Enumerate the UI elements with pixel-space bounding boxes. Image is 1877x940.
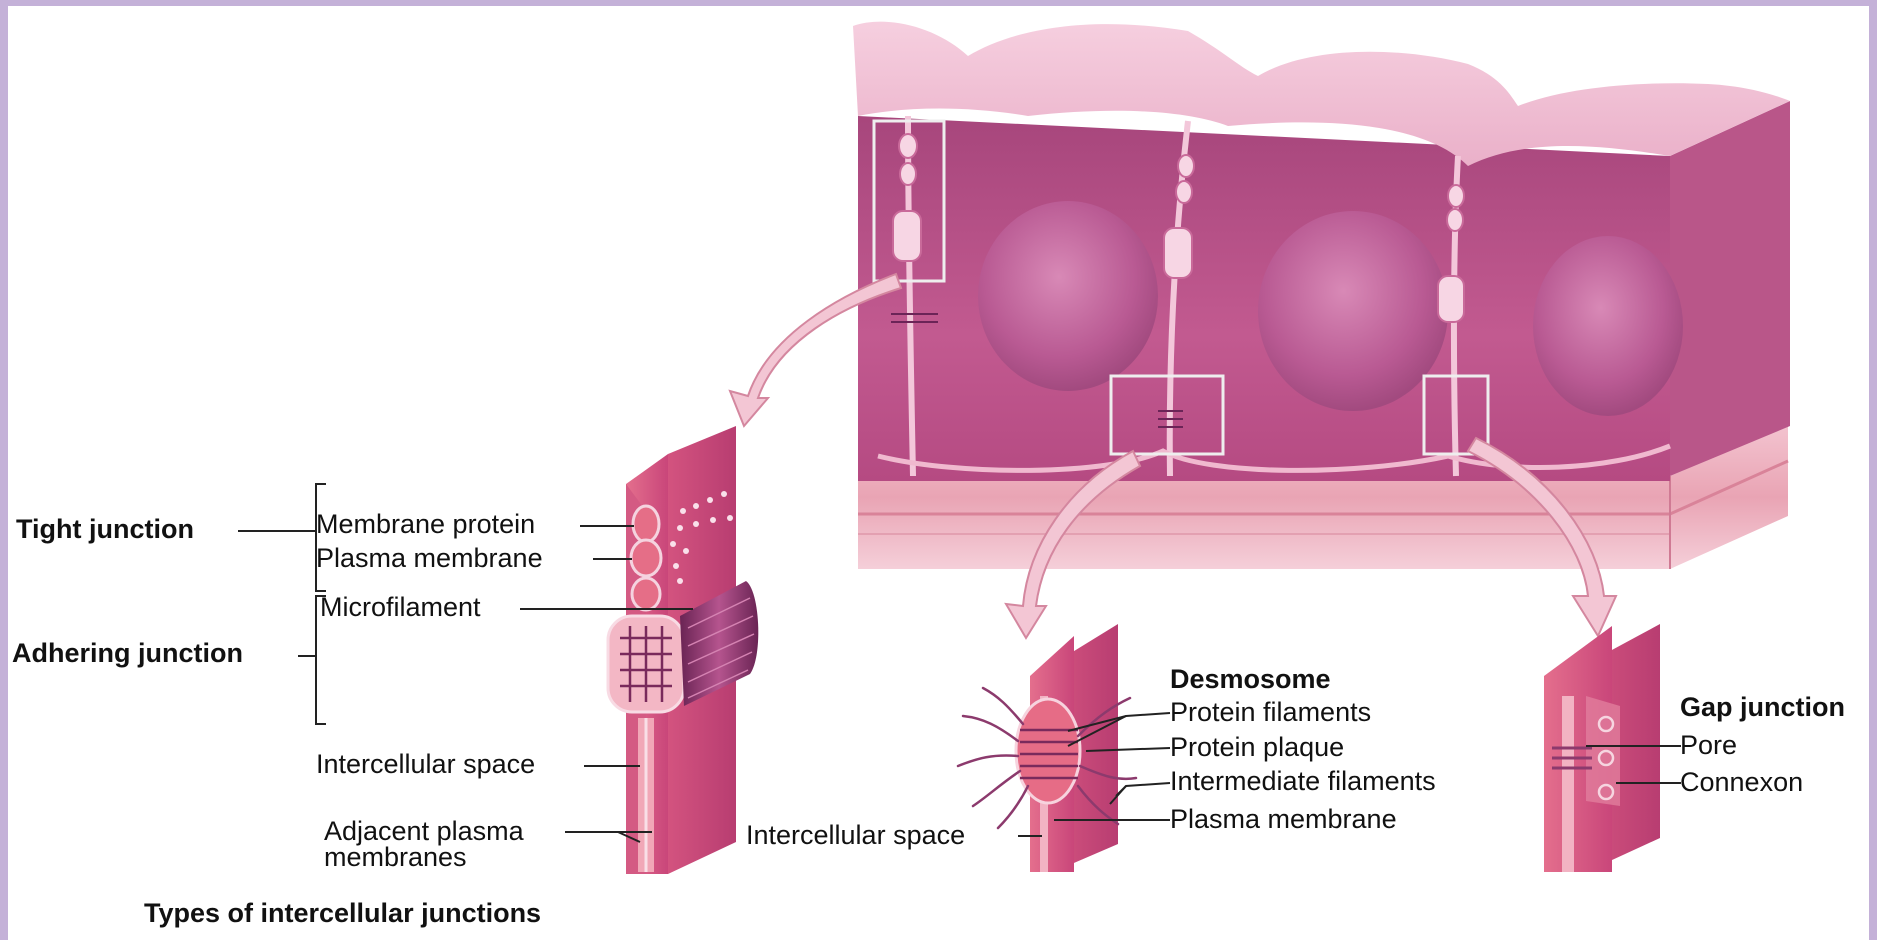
junctions-illustration: [8, 6, 1869, 940]
tight-adhering-detail: [608, 426, 758, 874]
adjacent-membranes-line2: membranes: [324, 844, 524, 870]
intermediate-filaments-label: Intermediate filaments: [1170, 768, 1436, 795]
epithelium-block: [853, 22, 1790, 569]
tight-junction-title: Tight junction: [16, 516, 194, 543]
pore-label: Pore: [1680, 732, 1737, 759]
desmosome-plasma-membrane-label: Plasma membrane: [1170, 806, 1397, 833]
membrane-protein-label: Membrane protein: [316, 511, 535, 538]
adhering-junction-title: Adhering junction: [12, 640, 243, 667]
figure-frame: Tight junction Membrane protein Plasma m…: [8, 6, 1869, 940]
adjacent-membranes-label: Adjacent plasma membranes: [324, 818, 524, 871]
adjacent-membranes-line1: Adjacent plasma: [324, 818, 524, 844]
plasma-membrane-label: Plasma membrane: [316, 545, 543, 572]
connexon-label: Connexon: [1680, 769, 1803, 796]
microfilament-label: Microfilament: [320, 594, 481, 621]
gap-junction-detail: [1544, 624, 1660, 872]
desmosome-intercellular-space-label: Intercellular space: [746, 822, 965, 849]
desmosome-title: Desmosome: [1170, 666, 1331, 693]
intercellular-space-label: Intercellular space: [316, 751, 535, 778]
figure-caption: Types of intercellular junctions: [144, 900, 541, 927]
desmosome-detail: [958, 624, 1136, 872]
protein-filaments-label: Protein filaments: [1170, 699, 1371, 726]
protein-plaque-label: Protein plaque: [1170, 734, 1344, 761]
gap-junction-title: Gap junction: [1680, 694, 1845, 721]
